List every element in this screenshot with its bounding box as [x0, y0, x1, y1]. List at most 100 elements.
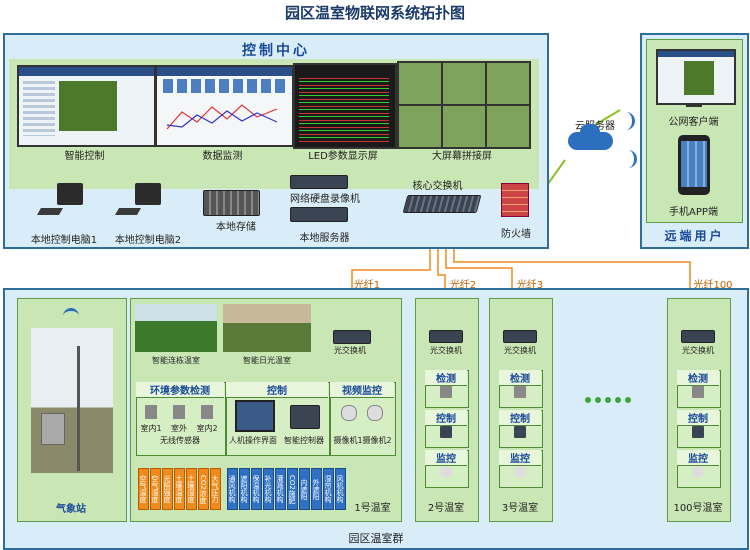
sensor-label-1: 室内1: [140, 424, 162, 433]
greenhouse-name: 3号温室: [501, 503, 539, 514]
sensor-label-2: 室外: [171, 424, 187, 433]
optical-switch-1-icon: [333, 330, 371, 344]
control-header: 控制: [677, 410, 719, 426]
data-monitor-screen: [155, 65, 294, 147]
detect-header: 检测: [425, 370, 467, 386]
control-header: 控制: [499, 410, 541, 426]
sensor-icon: [173, 405, 185, 419]
optical-switch-label: 光交换机: [682, 346, 714, 355]
actuator-type-box: 灌溉机构: [275, 468, 286, 510]
server-label: 本地服务器: [299, 233, 350, 244]
control-icon: [440, 426, 452, 438]
greenhouse-name: 2号温室: [427, 503, 465, 514]
greenhouse-name: 100号温室: [673, 503, 723, 514]
smart-control-screen: [17, 65, 156, 147]
firewall-icon: [501, 183, 529, 217]
control-center-panel: 控制中心 智能控制 数据监测 LED参数显示屏 大屏幕拼接屏 本地控制电脑1 本…: [3, 33, 549, 249]
actuator-type-box: 保温机构: [251, 468, 262, 510]
detect-icon: [514, 386, 526, 398]
server-icon: [290, 207, 348, 222]
app-client-label: 手机APP端: [669, 207, 718, 218]
nvr-icon: [290, 175, 348, 189]
monitor-header: 监控: [425, 450, 467, 466]
dot: [605, 397, 611, 403]
smart-controller-label: 智能控制器: [284, 436, 324, 445]
nvr-label: 网络硬盘录像机: [290, 194, 360, 205]
hmi-screen-icon: [235, 400, 275, 432]
led-screen-label: LED参数显示屏: [308, 151, 378, 162]
monitor-stand-icon: [686, 103, 702, 107]
monitor-icon: [514, 466, 526, 478]
pc1-label: 本地控制电脑1: [30, 235, 98, 246]
screen-header-bar: [658, 51, 734, 57]
top-panels: [163, 79, 285, 93]
trend-chart: [166, 104, 278, 130]
pc2-icon: [135, 183, 161, 205]
actuator-type-box: 湿帘机构: [323, 468, 334, 510]
hmi-label: 人机操作界面: [229, 436, 277, 445]
video-wall-label: 大屏幕拼接屏: [432, 151, 492, 162]
optical-switch-icon: [681, 330, 715, 343]
sensor-icon: [145, 405, 157, 419]
optical-switch-1-label: 光交换机: [334, 346, 366, 355]
control-header: 控制: [425, 410, 467, 426]
storage-label: 本地存储: [216, 222, 256, 233]
firewall-label: 防火墙: [501, 229, 531, 240]
optical-switch-label: 光交换机: [504, 346, 536, 355]
core-switch-label: 核心交换机: [412, 181, 463, 192]
fiber-label-3: 光纤3: [516, 280, 544, 291]
video-wall-grid: [399, 63, 529, 147]
station-box: [41, 413, 65, 445]
fiber-label-100: 光纤100: [693, 280, 733, 291]
data-monitor-label: 数据监测: [202, 151, 243, 162]
field-photo: [59, 81, 117, 131]
led-grid: [299, 75, 389, 143]
greenhouse-photo-1: [135, 304, 217, 352]
sensor-type-box: 空气温度: [138, 468, 149, 510]
left-controls: [23, 81, 55, 136]
phone-icon: [678, 135, 710, 195]
phone-screen: [681, 141, 707, 187]
control-center-header: 控制中心: [242, 43, 310, 59]
sensor-type-box: CO2浓度: [198, 468, 209, 510]
detect-header: 检测: [677, 370, 719, 386]
control-icon: [692, 426, 704, 438]
ellipsis-dots: [585, 397, 645, 405]
weather-station-label: 气象站: [56, 504, 86, 515]
control-header: 控制: [226, 382, 328, 398]
core-switch-icon: [402, 195, 482, 213]
greenhouse-photo-2: [223, 304, 311, 352]
video-monitor-header: 视频监控: [330, 382, 394, 398]
greenhouse-photo-1-label: 智能连栋温室: [152, 356, 200, 365]
fiber-label-2: 光纤2: [449, 280, 477, 291]
optical-switch-label: 光交换机: [430, 346, 462, 355]
pc2-keyboard-icon: [114, 208, 142, 215]
dot: [615, 397, 621, 403]
actuator-type-box: 外遮阳: [311, 468, 322, 510]
screen-header-bar: [157, 67, 292, 76]
video-wall-screen: [397, 61, 531, 149]
storage-icon: [203, 190, 260, 216]
actuator-type-box: 内遮阳: [299, 468, 310, 510]
wifi-icon: [63, 308, 79, 321]
wireless-sensor-caption: 无线传感器: [160, 436, 200, 445]
diagram-title: 园区温室物联网系统拓扑图: [284, 4, 465, 22]
monitor-icon: [440, 466, 452, 478]
led-screen: [293, 63, 397, 149]
sensor-type-box: 土壤湿度: [186, 468, 197, 510]
detect-icon: [440, 386, 452, 398]
camera-label-1: 摄像机1: [333, 436, 363, 445]
detect-icon: [692, 386, 704, 398]
sensor-type-box: 土壤温度: [174, 468, 185, 510]
monitor-header: 监控: [677, 450, 719, 466]
screen-header-bar: [19, 67, 154, 76]
pc1-keyboard-icon: [36, 208, 64, 215]
actuator-type-box: 风机机构: [335, 468, 346, 510]
smart-controller-icon: [290, 405, 320, 429]
camera-icon: [341, 405, 357, 421]
cloud-icon: [568, 132, 613, 150]
sensor-label-3: 室内2: [196, 424, 218, 433]
env-detect-header: 环境参数检测: [136, 382, 224, 398]
optical-switch-icon: [429, 330, 463, 343]
greenhouse-group-label: 园区温室群: [348, 532, 404, 545]
